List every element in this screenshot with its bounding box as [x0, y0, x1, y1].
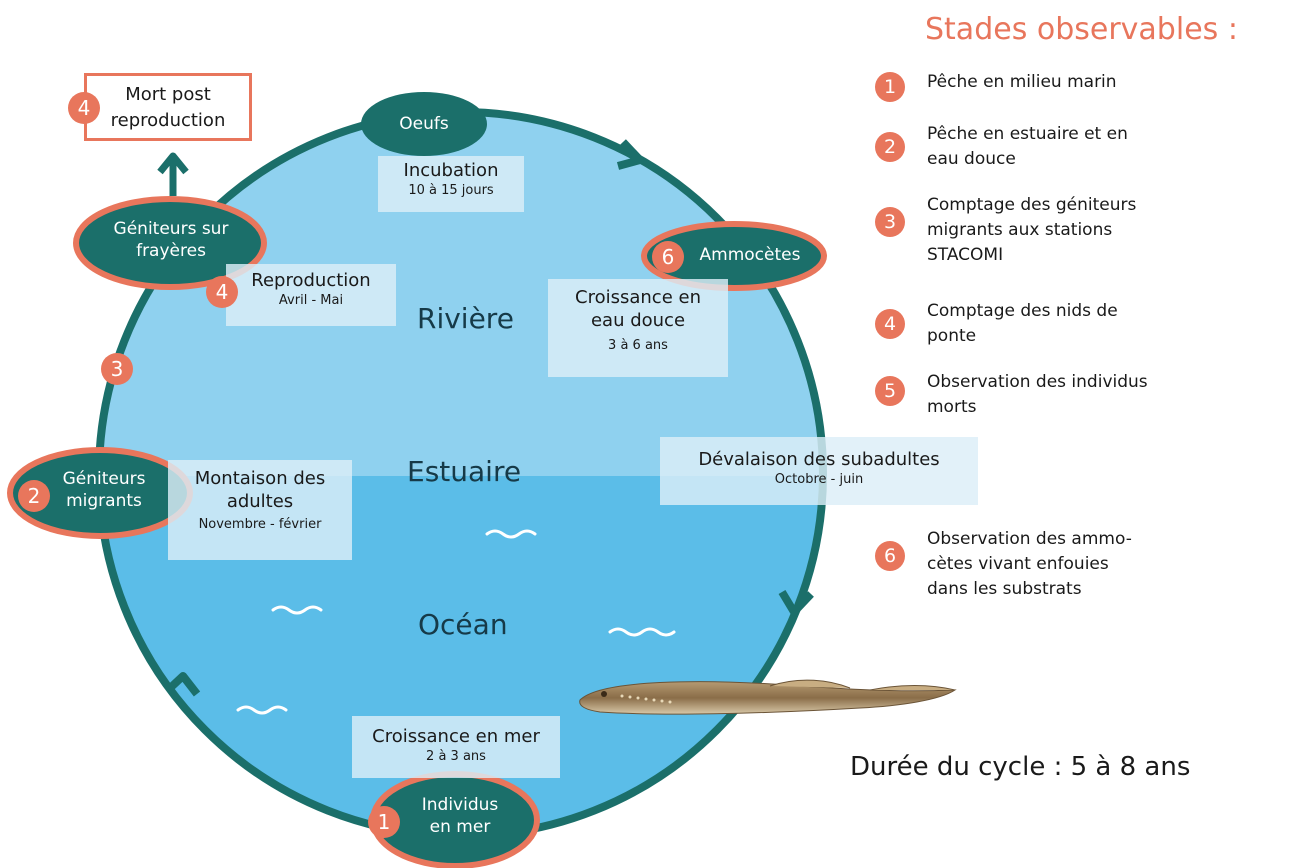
legend-text-5: Observation des individus morts [927, 370, 1287, 420]
lamprey-image [579, 679, 957, 715]
legend-5-line2: morts [927, 397, 977, 417]
death-box: Mort post reproduction [84, 73, 252, 141]
legend-badge-3: 3 [875, 207, 905, 237]
downstream-box: Dévalaison des subadultes Octobre - juin [660, 437, 978, 505]
reproduction-sub: Avril - Mai [278, 292, 344, 308]
legend-6-line3: dans les substrats [927, 579, 1082, 599]
individuals-sea-line2: en mer [429, 817, 491, 838]
sea-growth-title: Croissance en mer [372, 726, 540, 747]
arrow-top-right [616, 139, 644, 170]
legend-5-line1: Observation des individus [927, 372, 1148, 392]
upstream-title1: Montaison des [194, 468, 326, 489]
spawners-grounds-label: Géniteurs sur frayères [86, 218, 256, 262]
badge-spawning: 4 [206, 276, 238, 308]
individuals-sea-line1: Individus [421, 795, 499, 815]
badge-death: 4 [68, 92, 100, 124]
legend-3-line3: STACOMI [927, 245, 1004, 265]
sea-growth-box: Croissance en mer 2 à 3 ans [352, 716, 560, 778]
legend-6-line2: cètes vivant enfouies [927, 554, 1109, 574]
zone-ocean-label: Océan [418, 608, 508, 641]
badge-sea: 1 [368, 806, 400, 838]
legend-badge-6: 6 [875, 541, 905, 571]
freshwater-growth-title1: Croissance en [575, 287, 701, 308]
legend-badge-2: 2 [875, 132, 905, 162]
freshwater-growth-box: Croissance en eau douce 3 à 6 ans [548, 279, 728, 377]
incubation-title: Incubation [403, 160, 499, 181]
downstream-title: Dévalaison des subadultes [698, 449, 940, 470]
legend-4-line2: ponte [927, 326, 977, 346]
eggs-label: Oeufs [399, 114, 449, 134]
legend-1-line1: Pêche en milieu marin [927, 72, 1117, 92]
legend-text-6: Observation des ammo- cètes vivant enfou… [927, 527, 1287, 602]
death-line2: reproduction [110, 110, 226, 131]
legend-title: Stades observables : [925, 12, 1238, 47]
arrow-right [778, 589, 814, 616]
legend-text-2: Pêche en estuaire et en eau douce [927, 122, 1287, 172]
sea-growth-sub: 2 à 3 ans [426, 748, 486, 764]
incubation-box: Incubation 10 à 15 jours [378, 156, 524, 212]
arrow-left [165, 672, 201, 697]
badge-migrants: 2 [18, 480, 50, 512]
legend-text-4: Comptage des nids de ponte [927, 299, 1287, 349]
legend-2-line1: Pêche en estuaire et en [927, 124, 1128, 144]
freshwater-growth-sub: 3 à 6 ans [608, 338, 668, 353]
upstream-title2: adultes [226, 490, 294, 512]
legend-text-1: Pêche en milieu marin [927, 70, 1287, 95]
legend-6-line1: Observation des ammo- [927, 529, 1132, 549]
freshwater-growth-title2: eau douce [590, 309, 686, 331]
legend-badge-4: 4 [875, 309, 905, 339]
legend-badge-1: 1 [875, 72, 905, 102]
cycle-duration: Durée du cycle : 5 à 8 ans [850, 752, 1191, 782]
zone-river-label: Rivière [417, 302, 514, 335]
zone-estuary-label: Estuaire [407, 455, 522, 488]
migrating-spawners-label: Géniteurs migrants [44, 468, 164, 512]
eggs-oval [361, 92, 487, 156]
legend-3-line2: migrants aux stations [927, 220, 1113, 240]
reproduction-title: Reproduction [251, 270, 371, 291]
legend-3-line1: Comptage des géniteurs [927, 195, 1137, 215]
migrating-spawners-line2: migrants [66, 491, 142, 512]
upstream-box: Montaison des adultes Novembre - février [168, 460, 352, 560]
death-line1: Mort post [125, 84, 211, 105]
downstream-sub: Octobre - juin [774, 471, 864, 487]
individuals-sea-label: Individus en mer [400, 794, 520, 838]
upstream-sub: Novembre - février [198, 517, 322, 532]
spawners-grounds-line1: Géniteurs sur [113, 219, 229, 239]
legend-badge-5: 5 [875, 376, 905, 406]
ammocoetes-label: Ammocètes [699, 245, 801, 265]
incubation-sub: 10 à 15 jours [408, 182, 494, 198]
badge-migration: 3 [101, 353, 133, 385]
ammocoetes-oval [641, 221, 827, 291]
spawners-grounds-line2: frayères [136, 241, 206, 262]
legend-text-3: Comptage des géniteurs migrants aux stat… [927, 193, 1287, 268]
spawners-grounds-oval [73, 196, 267, 290]
legend-4-line1: Comptage des nids de [927, 301, 1118, 321]
badge-ammocoetes: 6 [652, 241, 684, 273]
migrating-spawners-line1: Géniteurs [62, 469, 146, 489]
waves [236, 529, 676, 715]
legend-2-line2: eau douce [927, 149, 1016, 169]
reproduction-box: Reproduction Avril - Mai [226, 264, 396, 326]
